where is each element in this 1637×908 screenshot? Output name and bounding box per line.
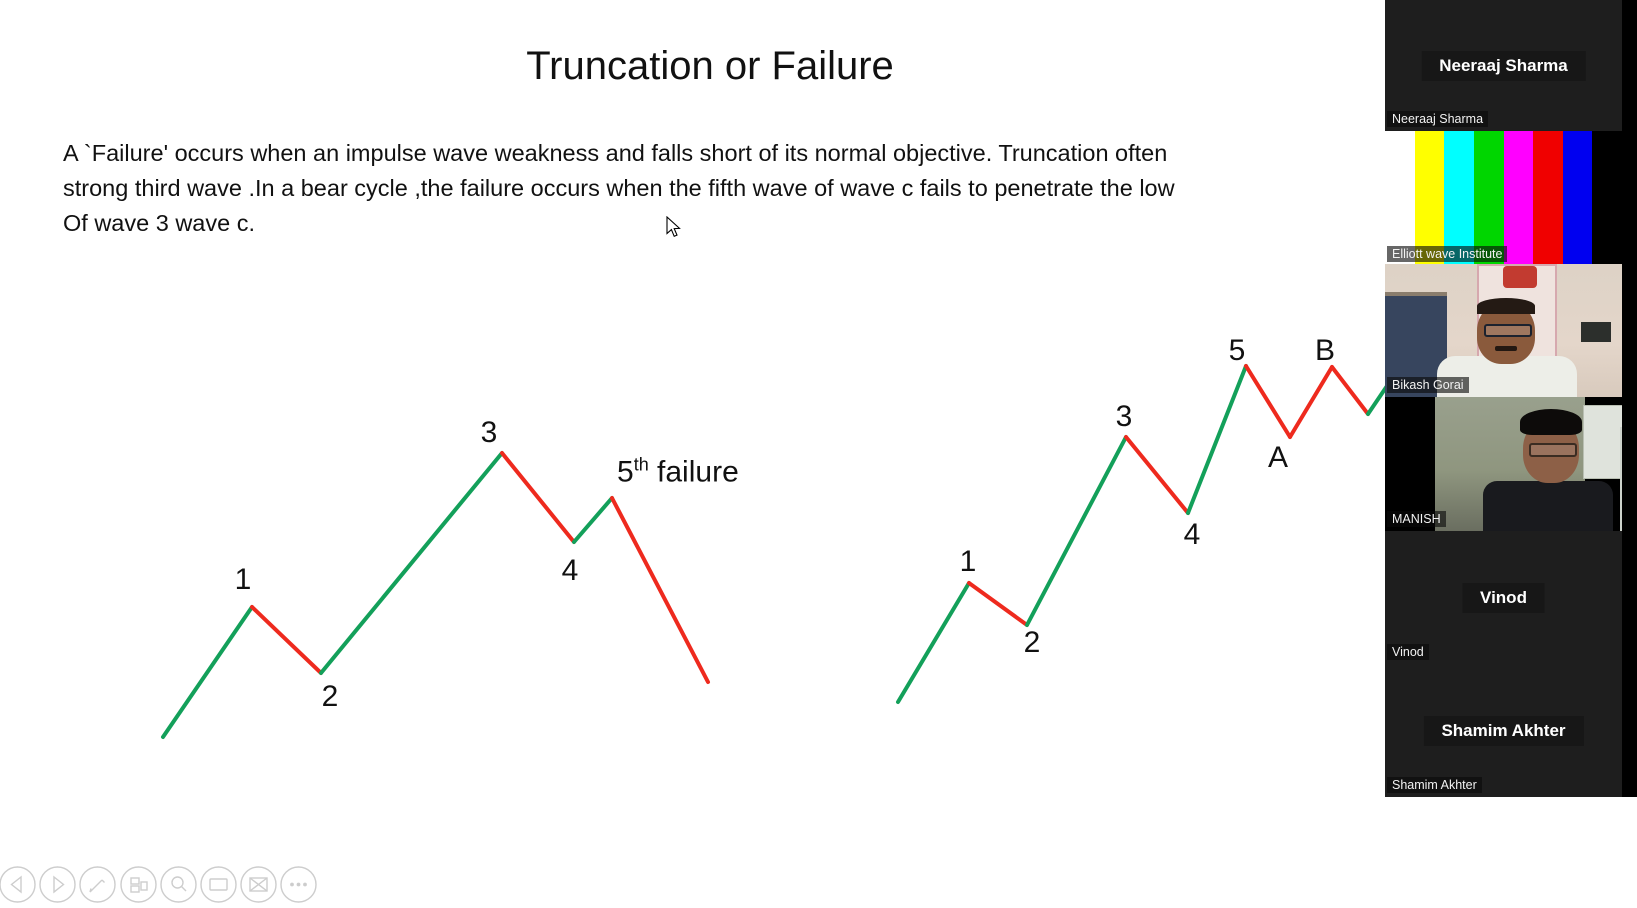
wave-point-label: 3 xyxy=(480,416,498,449)
participant-tile-elliott-wave-institute[interactable]: Elliott wave Institute xyxy=(1385,131,1622,264)
video-scene-shape xyxy=(1477,298,1535,314)
mouse-cursor-icon xyxy=(666,216,681,238)
wave-segment-down xyxy=(500,451,576,544)
color-bar xyxy=(1503,131,1534,264)
wave-segment-up xyxy=(1025,435,1128,627)
wave-segment-down xyxy=(1288,365,1334,439)
color-bar xyxy=(1385,131,1415,264)
participant-tile-label: MANISH xyxy=(1387,511,1446,527)
color-bar xyxy=(1414,131,1445,264)
participant-tile-label: Bikash Gorai xyxy=(1387,377,1469,393)
participant-name-text: Vinod xyxy=(1462,582,1545,613)
participant-tile-label: Shamim Akhter xyxy=(1387,777,1482,793)
video-scene-shape xyxy=(1520,409,1582,435)
wave-segment-down xyxy=(967,581,1029,627)
video-scene-shape xyxy=(1620,427,1622,531)
slide-body-line: strong third wave .In a bear cycle ,the … xyxy=(63,175,1175,201)
wave-point-label: 1 xyxy=(234,563,252,596)
wave-segment-down xyxy=(1124,435,1190,515)
wave-segment-up xyxy=(319,451,504,675)
participant-name-text: Shamim Akhter xyxy=(1423,715,1584,746)
wave-point-label: 3 xyxy=(1115,400,1133,433)
color-bar xyxy=(1562,131,1593,264)
wave-point-label: A xyxy=(1267,441,1289,474)
slide-body-line: Of wave 3 wave c. xyxy=(63,210,255,236)
video-scene-shape xyxy=(1495,346,1517,351)
participant-name-text: Neeraaj Sharma xyxy=(1421,50,1586,81)
video-scene-shape xyxy=(1503,266,1537,288)
slide-body-line: A `Failure' occurs when an impulse wave … xyxy=(63,140,1168,166)
participant-tile-bikash-gorai[interactable]: Bikash Gorai xyxy=(1385,264,1622,397)
wave-segment-up xyxy=(572,496,614,544)
wave-point-label: 4 xyxy=(561,554,579,587)
wave-segment-down xyxy=(1330,365,1370,416)
slide-title: Truncation or Failure xyxy=(526,44,894,88)
participant-tile-label: Neeraaj Sharma xyxy=(1387,111,1489,127)
video-scene-shape xyxy=(1581,322,1611,342)
wave-segment-down xyxy=(610,496,710,684)
participant-tile-label: Elliott wave Institute xyxy=(1387,246,1508,262)
wave-point-label: 2 xyxy=(1023,626,1041,659)
video-scene-shape xyxy=(1583,405,1622,479)
color-bars-test-pattern xyxy=(1385,131,1622,264)
participant-tile-label: Vinod xyxy=(1387,644,1429,660)
wave-point-label: 2 xyxy=(321,680,339,713)
wave-segment-down xyxy=(1244,364,1292,439)
participant-video-frame xyxy=(1435,397,1622,531)
wave-point-label: 1 xyxy=(959,545,977,578)
participant-tile-manish[interactable]: MANISH xyxy=(1385,397,1622,531)
color-bar xyxy=(1592,131,1622,264)
color-bar xyxy=(1473,131,1504,264)
wave-segment-up xyxy=(161,605,254,739)
wave-segment-up xyxy=(1186,364,1248,515)
color-bar xyxy=(1533,131,1563,264)
video-scene-shape xyxy=(1529,443,1577,457)
wave-segment-up xyxy=(896,581,971,704)
wave-segment-down xyxy=(250,605,323,675)
video-scene-shape xyxy=(1484,324,1532,337)
wave-point-label: 5 xyxy=(1228,334,1246,367)
wave-point-label: B xyxy=(1314,334,1336,367)
color-bar xyxy=(1444,131,1474,264)
wave-point-label: 5th failure xyxy=(617,454,739,489)
video-scene-shape xyxy=(1483,481,1613,531)
wave-point-label: 4 xyxy=(1183,518,1201,551)
